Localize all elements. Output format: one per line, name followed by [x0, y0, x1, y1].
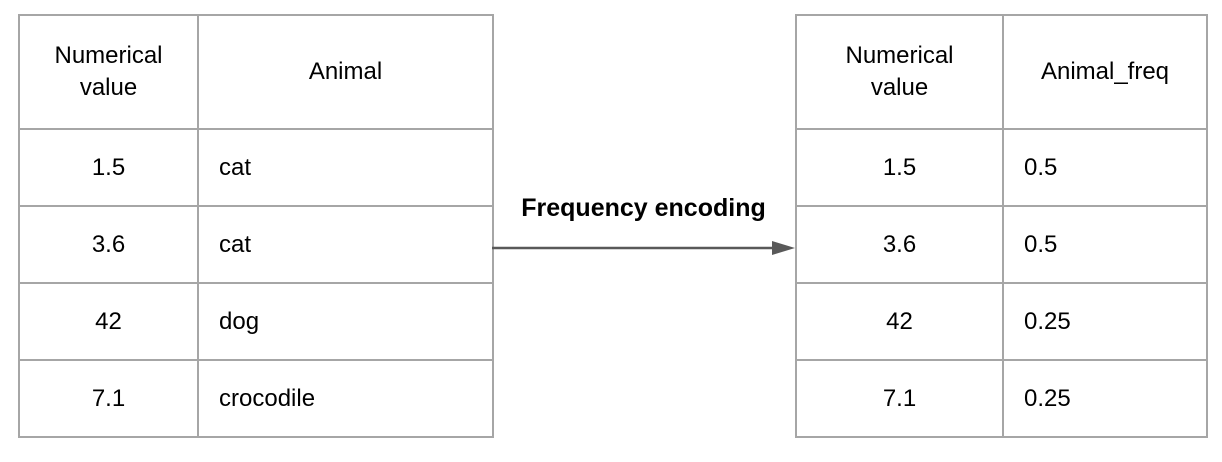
animal-cell: cat [197, 128, 494, 207]
encoded-data-table: Numerical value Animal_freq 1.5 0.5 3.6 … [795, 14, 1208, 438]
column-header-label: Animal [308, 57, 383, 85]
column-header-label: Numerical value [54, 41, 163, 101]
arrow-right-icon [492, 241, 795, 255]
column-header-numerical-value: Numerical value [18, 14, 199, 130]
numerical-value-cell: 7.1 [795, 359, 1004, 438]
header-row: Numerical value Animal [18, 14, 494, 130]
column-header-label: Animal_freq [1040, 57, 1170, 85]
animal-cell: crocodile [197, 359, 494, 438]
transform-label: Frequency encoding [521, 194, 766, 222]
animal-freq-cell: 0.5 [1002, 128, 1208, 207]
numerical-value-cell: 42 [18, 282, 199, 361]
column-header-animal: Animal [197, 14, 494, 130]
table-row: 42 0.25 [795, 282, 1208, 361]
table-row: 1.5 0.5 [795, 128, 1208, 207]
numerical-value-cell: 3.6 [795, 205, 1004, 284]
animal-cell: cat [197, 205, 494, 284]
column-header-numerical-value: Numerical value [795, 14, 1004, 130]
numerical-value-cell: 3.6 [18, 205, 199, 284]
original-data-table: Numerical value Animal 1.5 cat 3.6 cat 4… [18, 14, 494, 438]
animal-freq-cell: 0.25 [1002, 359, 1208, 438]
animal-freq-cell: 0.25 [1002, 282, 1208, 361]
numerical-value-cell: 1.5 [18, 128, 199, 207]
header-row: Numerical value Animal_freq [795, 14, 1208, 130]
table-row: 7.1 0.25 [795, 359, 1208, 438]
animal-cell: dog [197, 282, 494, 361]
table-row: 3.6 cat [18, 205, 494, 284]
transform-annotation: Frequency encoding [492, 192, 795, 257]
table-row: 1.5 cat [18, 128, 494, 207]
animal-freq-cell: 0.5 [1002, 205, 1208, 284]
numerical-value-cell: 7.1 [18, 359, 199, 438]
column-header-animal-freq: Animal_freq [1002, 14, 1208, 130]
table-row: 7.1 crocodile [18, 359, 494, 438]
column-header-label: Numerical value [845, 41, 954, 101]
numerical-value-cell: 1.5 [795, 128, 1004, 207]
numerical-value-cell: 42 [795, 282, 1004, 361]
table-row: 3.6 0.5 [795, 205, 1208, 284]
table-row: 42 dog [18, 282, 494, 361]
